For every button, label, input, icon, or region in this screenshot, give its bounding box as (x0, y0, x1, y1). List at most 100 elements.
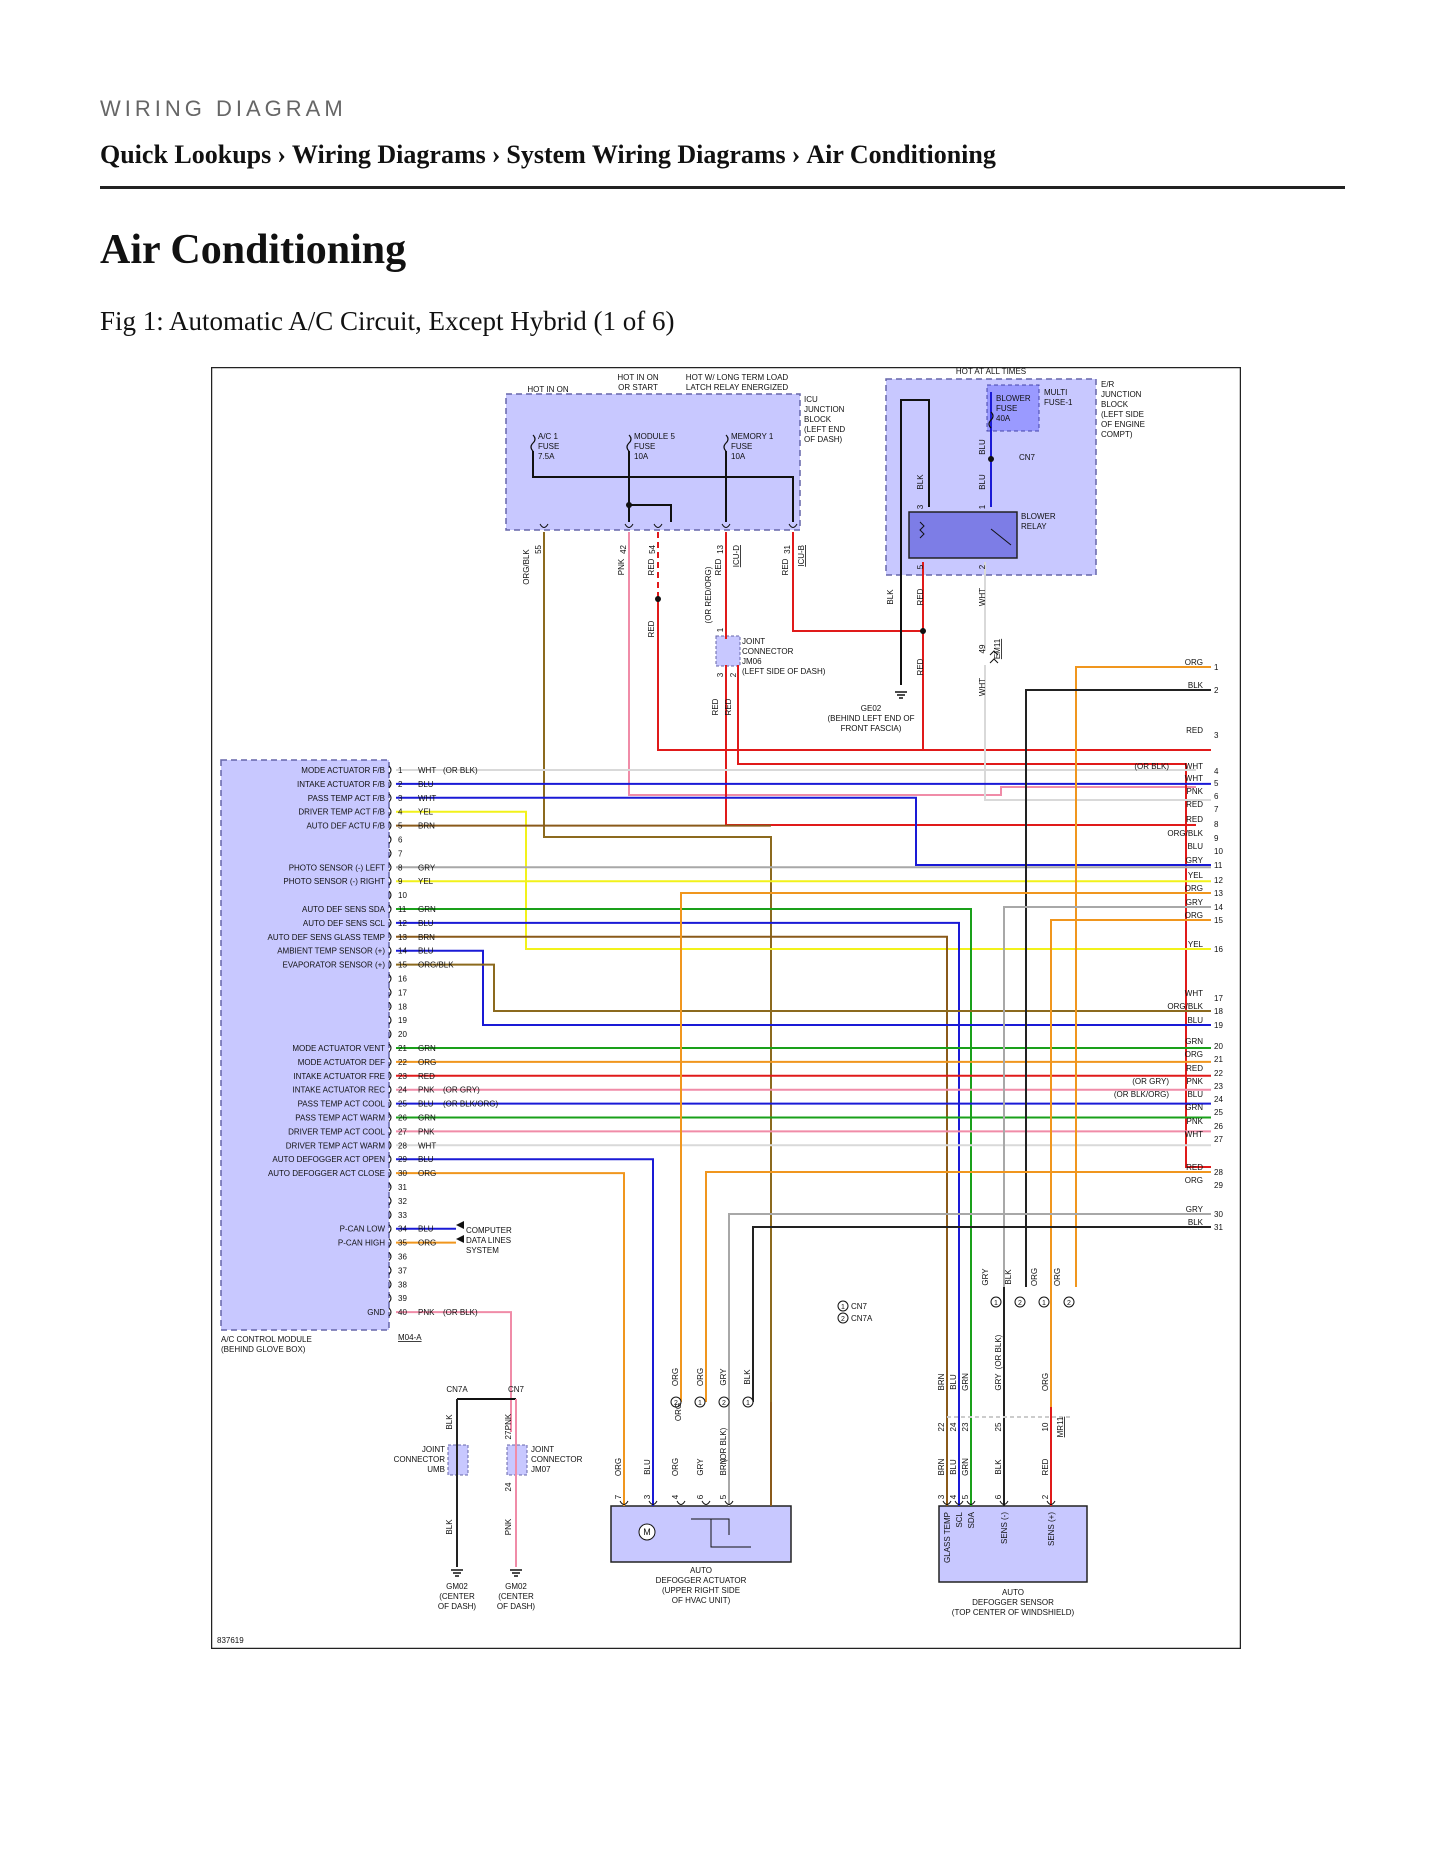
ground-connector-label: CN7A (446, 1385, 468, 1394)
module-wire-color: BLU (418, 780, 434, 789)
module-wire-color: GRN (418, 1114, 436, 1123)
module-pin-label: MODE ACTUATOR VENT (292, 1044, 385, 1053)
module-wire-alt-color: (OR BLK) (443, 766, 478, 775)
wire-module-pin3 (396, 796, 1211, 866)
right-pin-number: 3 (1214, 731, 1219, 740)
ground-icon (895, 691, 907, 699)
power-label-hot-long-term: LATCH RELAY ENERGIZED (686, 383, 788, 392)
module-pin-label: EVAPORATOR SENSOR (+) (283, 961, 386, 970)
connector-id-number: 2 (674, 1400, 678, 1407)
module-wire-color: ORG (418, 1239, 436, 1248)
joint-jm06-label: (LEFT SIDE OF DASH) (742, 667, 826, 676)
breadcrumb-wiring-diagrams[interactable]: Wiring Diagrams (291, 140, 486, 169)
wire-color-label: GRN (961, 1458, 970, 1476)
er-block-label: COMPT) (1101, 430, 1133, 439)
connector-id-circle (742, 1396, 754, 1408)
breadcrumb-system-wiring-diagrams[interactable]: System Wiring Diagrams (506, 140, 786, 169)
blower-fuse-box (986, 384, 1040, 432)
module-wire-color: BRN (418, 933, 435, 942)
module-pin-terminal (388, 862, 392, 872)
module-pin-terminal (388, 1154, 392, 1164)
module-pin-label: INTAKE ACTUATOR F/B (297, 780, 385, 789)
splice-dot (988, 456, 994, 462)
module-pin-label: DRIVER TEMP ACT F/B (298, 808, 385, 817)
module-pin-number: 20 (398, 1030, 407, 1039)
computer-data-lines-label: DATA LINES (466, 1236, 511, 1245)
module-pin-number: 19 (398, 1016, 407, 1025)
joint-umb-label: UMB (427, 1465, 445, 1474)
ground-ge02-label: (BEHIND LEFT END OF (828, 714, 915, 723)
right-pin-number: 6 (1214, 792, 1219, 801)
right-wire-color: RED (1186, 726, 1203, 735)
right-pin-number: 13 (1214, 889, 1223, 898)
icu-block-label: ICU (804, 395, 818, 404)
module-pin-terminal (388, 988, 392, 997)
module-pin-terminal (388, 946, 392, 956)
motor-icon-letter: M (643, 1527, 651, 1537)
connector-id-circle (1014, 1296, 1026, 1308)
right-pin-number: 26 (1214, 1122, 1223, 1131)
splice-dot (655, 596, 661, 602)
connector-pin-number: 22 (937, 1422, 946, 1431)
module-pin-label: AUTO DEFOGGER ACT CLOSE (268, 1169, 385, 1178)
breadcrumb-air-conditioning[interactable]: Air Conditioning (806, 140, 996, 169)
module-pin-label: AUTO DEF SENS GLASS TEMP (267, 933, 385, 942)
right-wire-color: GRY (1186, 856, 1204, 865)
wire-module-pin11 (396, 908, 972, 1506)
module-pin-terminal (388, 779, 392, 789)
module-wire-color: BLU (418, 919, 434, 928)
power-label-hot-in-on-or-start: HOT IN ON (617, 373, 658, 382)
module-pin-terminal (388, 1238, 392, 1247)
module-pin-label: P-CAN LOW (340, 1225, 386, 1234)
right-wire-color: GRN (1185, 1037, 1203, 1046)
actuator-pin-number: 5 (719, 1494, 728, 1499)
wire-module-pin14 (396, 949, 1211, 1026)
wire-color-label: RED (711, 698, 720, 715)
actuator-pin-number: 4 (671, 1494, 680, 1499)
right-pin-number: 29 (1214, 1181, 1223, 1190)
module-pin-terminal (388, 1196, 392, 1206)
joint-jm07-label: JOINT (531, 1445, 554, 1454)
wire-color-label: PNK (617, 558, 626, 575)
connector-pin-number: 24 (504, 1482, 513, 1491)
module-pin-number: 3 (398, 794, 403, 803)
module-wire-color: WHT (418, 794, 436, 803)
module-pin-number: 26 (398, 1114, 407, 1123)
module-pin-terminal (388, 1057, 392, 1067)
wire-module-pin30 (396, 1172, 625, 1506)
module-pin-number: 30 (398, 1169, 407, 1178)
right-wire-color: BLK (1188, 1218, 1204, 1227)
module-pin-terminal (388, 1307, 392, 1317)
wire-color-label: BRN (719, 1458, 728, 1475)
relay-pin-number: 2 (978, 564, 987, 569)
joint-pin-number: 1 (716, 627, 725, 632)
joint-jm06-label: JM06 (742, 657, 762, 666)
wire-color-label: PNK (504, 1518, 513, 1535)
ac-control-module (220, 759, 390, 1331)
power-label-hot-at-all-times: HOT AT ALL TIMES (956, 367, 1026, 376)
relay-pin-number: 1 (978, 504, 987, 509)
wire-alt-color-label: (OR RED/ORG) (704, 566, 713, 623)
icu-pin-number: 55 (534, 544, 543, 553)
module-pin-number: 39 (398, 1294, 407, 1303)
right-wire-color: BLU (1187, 842, 1203, 851)
module-wire-alt-color: (OR GRY) (443, 1086, 480, 1095)
module-pin-terminal (388, 849, 392, 858)
ground-icon (451, 1569, 463, 1577)
module-pin-number: 32 (398, 1197, 407, 1206)
module-pin-terminal (388, 765, 392, 775)
breadcrumb-quick-lookups[interactable]: Quick Lookups (100, 140, 272, 169)
er-block-label: (LEFT SIDE (1101, 410, 1144, 419)
right-pin-number: 15 (1214, 916, 1223, 925)
ground-gm02-label: OF DASH) (497, 1602, 536, 1611)
actuator-pin-terminal (648, 1500, 658, 1505)
right-pin-number: 14 (1214, 903, 1223, 912)
ground-icon (510, 1569, 522, 1577)
module-pin-terminal (388, 1168, 392, 1178)
module-wire-color: BLU (418, 947, 434, 956)
module-pin-terminal (388, 1029, 392, 1039)
splice-dot (920, 628, 926, 634)
module-pin-label: AUTO DEF SENS SDA (302, 905, 386, 914)
wire-color-label: ORG (671, 1368, 680, 1386)
